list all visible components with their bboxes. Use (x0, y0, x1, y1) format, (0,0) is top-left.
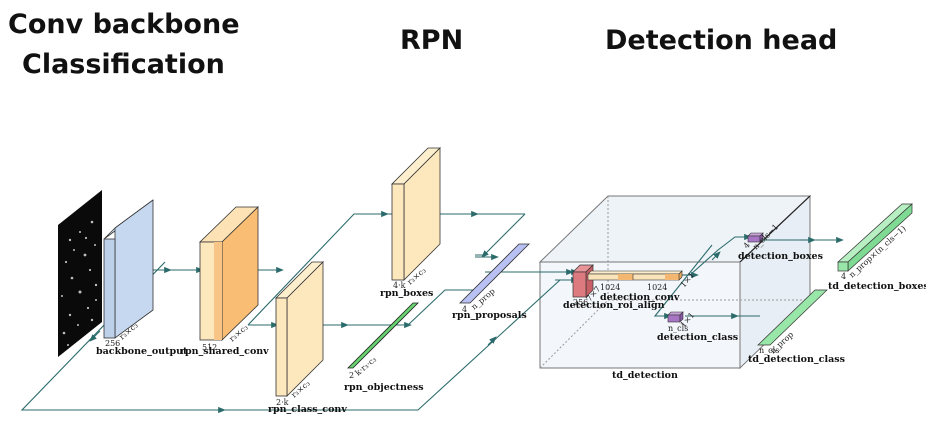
detection-boxes-channels: 4 (742, 241, 752, 251)
detection-class-label: detection_class (657, 332, 738, 343)
td-detection-boxes-label: td_detection_boxes (828, 281, 926, 292)
rpn-proposals-channels: 4 (462, 305, 467, 314)
td-detection-boxes-channels: 4 (841, 272, 846, 281)
heading-rpn: RPN (400, 25, 464, 56)
detection-boxes-label: detection_boxes (738, 251, 823, 262)
edge-conv-to-boxes (689, 233, 752, 276)
heading-conv-backbone: Conv backbone (8, 9, 240, 40)
td-detection-class-channels: n_cls (759, 346, 779, 355)
td-detection-label: td_detection (612, 370, 678, 381)
rpn-shared-conv-block: 512 r₃×c₃ rpn_shared_conv (180, 206, 269, 357)
roi-align-label: detection_roi_align (563, 300, 665, 311)
rpn-boxes-channels: 4·k (393, 281, 406, 290)
rpn-objectness-label: rpn_objectness (344, 382, 424, 393)
rpn-boxes-label: rpn_boxes (380, 288, 433, 299)
detection-conv-channels-2: 1024 (647, 283, 667, 292)
rpn-class-conv-block: 2·k r₃×c₃ rpn_class_conv (268, 261, 347, 415)
rpn-shared-conv-channels: 512 (202, 343, 217, 352)
backbone-output-block: 256 r₃×c₃ backbone_output (96, 199, 188, 357)
detection-conv-label: detection_conv (600, 292, 680, 303)
heading-detection-head: Detection head (605, 25, 838, 56)
edge-objectness-to-proposals (407, 286, 484, 326)
rpn-class-conv-channels: 2·k (276, 398, 289, 407)
td-detection-class-label: td_detection_class (748, 354, 845, 365)
edges (20, 210, 844, 414)
rpn-boxes-block: 4·k r₃×c₃ rpn_boxes (380, 147, 441, 299)
td-detection-box (538, 194, 812, 370)
rpn-class-conv-label: rpn_class_conv (268, 404, 347, 415)
rpn-objectness-size: k·r₃·c₃ (354, 355, 379, 378)
backbone-output-channels: 256 (105, 339, 120, 348)
td-detection-boxes-block: 4 n_prop×(n_cls−1) td_detection_boxes (828, 203, 926, 292)
edge-conv-to-class (653, 244, 713, 320)
rpn-proposals-label: rpn_proposals (452, 310, 527, 321)
rpn-objectness-block: 2 k·r₃·c₃ rpn_objectness (344, 302, 424, 393)
rpn-shared-conv-label: rpn_shared_conv (180, 346, 269, 357)
backbone-output-label: backbone_output (96, 346, 188, 357)
detection-roi-align-block: 256 7×7 detection_roi_align (563, 264, 665, 311)
roi-align-channels: 256 (573, 298, 588, 307)
rpn-objectness-channels: 2 (349, 371, 354, 380)
detection-class-channels: n_cls (668, 324, 688, 333)
input-image (58, 190, 102, 357)
detection-conv-channels-1: 1024 (600, 283, 620, 292)
rpn-proposals-block: 4 n_prop rpn_proposals (452, 243, 530, 321)
heading-classification: Classification (22, 49, 225, 80)
